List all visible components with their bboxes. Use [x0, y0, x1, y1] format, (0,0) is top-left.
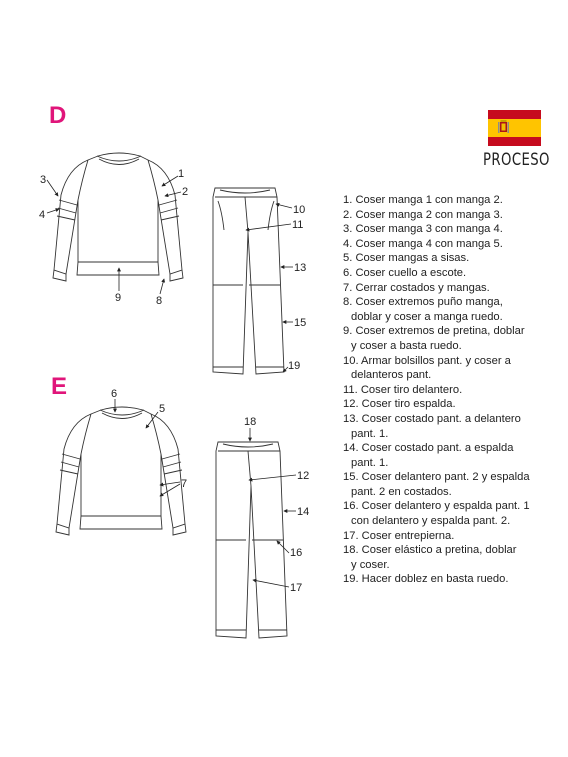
process-step: 11. Coser tiro delantero.: [343, 383, 565, 398]
process-step: 12. Coser tiro espalda.: [343, 397, 565, 412]
process-step: 8. Coser extremos puño manga,doblar y co…: [343, 295, 565, 324]
callout-arrows: [46, 175, 297, 588]
callout-7: 7: [181, 478, 187, 490]
callout-13: 13: [294, 262, 306, 274]
spain-flag-icon: [488, 110, 541, 146]
sweater-e-drawing: [55, 406, 187, 536]
step-text: 4. Coser manga 4 con manga 5.: [343, 237, 503, 250]
process-step: 19. Hacer doblez en basta ruedo.: [343, 572, 565, 587]
process-step: 1. Coser manga 1 con manga 2.: [343, 193, 565, 208]
step-text: 14. Coser costado pant. a espalda: [343, 442, 514, 455]
callout-18: 18: [244, 416, 256, 428]
callout-8: 8: [156, 295, 162, 307]
process-step: 16. Coser delantero y espalda pant. 1 con…: [343, 499, 565, 528]
step-text-continued: doblar y coser a manga ruedo.: [351, 310, 503, 323]
callout-2: 2: [182, 186, 188, 198]
coat-of-arms-icon: [498, 120, 509, 133]
pants-d-drawing: [212, 187, 285, 375]
callout-14: 14: [297, 506, 309, 518]
step-text: 2. Coser manga 2 con manga 3.: [343, 208, 503, 221]
process-step: 7. Cerrar costados y mangas.: [343, 281, 565, 296]
process-step: 10. Armar bolsillos pant. y coser a delan…: [343, 354, 565, 383]
step-text: 8. Coser extremos puño manga,: [343, 296, 503, 309]
section-letter-e: E: [51, 373, 68, 400]
step-text: 9. Coser extremos de pretina, doblar: [343, 325, 525, 338]
step-text: 10. Armar bolsillos pant. y coser a: [343, 354, 511, 367]
process-step: 6. Coser cuello a escote.: [343, 266, 565, 281]
process-step: 2. Coser manga 2 con manga 3.: [343, 208, 565, 223]
step-text: 5. Coser mangas a sisas.: [343, 252, 470, 265]
callout-19: 19: [288, 360, 300, 372]
callout-15: 15: [294, 317, 306, 329]
callout-labels: 1 2 3 4 9 8 10 11 13 15 19 6 5 7 18 12 1…: [39, 168, 309, 594]
step-text: 11. Coser tiro delantero.: [343, 383, 463, 396]
process-step: 13. Coser costado pant. a delantero pant.…: [343, 412, 565, 441]
callout-6: 6: [111, 388, 117, 400]
step-text: 18. Coser elástico a pretina, doblar: [343, 544, 517, 557]
step-text: 13. Coser costado pant. a delantero: [343, 412, 521, 425]
process-step: 5. Coser mangas a sisas.: [343, 251, 565, 266]
process-steps-list: 1. Coser manga 1 con manga 2. 2. Coser ma…: [343, 193, 565, 587]
process-step: 4. Coser manga 4 con manga 5.: [343, 237, 565, 252]
step-text: 3. Coser manga 3 con manga 4.: [343, 223, 503, 236]
step-text: 7. Cerrar costados y mangas.: [343, 281, 490, 294]
pants-e-drawing: [215, 441, 288, 639]
step-text-continued: pant. 1.: [351, 456, 389, 469]
process-title: PROCESO: [483, 150, 550, 170]
step-text: 17. Coser entrepierna.: [343, 529, 455, 542]
step-text-continued: y coser.: [351, 558, 390, 571]
step-text-continued: pant. 2 en costados.: [351, 485, 452, 498]
callout-4: 4: [39, 209, 45, 221]
step-text-continued: con delantero y espalda pant. 2.: [351, 515, 511, 528]
callout-16: 16: [290, 547, 302, 559]
callout-9: 9: [115, 292, 121, 304]
process-step: 3. Coser manga 3 con manga 4.: [343, 222, 565, 237]
step-text-continued: y coser a basta ruedo.: [351, 339, 462, 352]
callout-17: 17: [290, 582, 302, 594]
step-text: 19. Hacer doblez en basta ruedo.: [343, 573, 509, 586]
callout-11: 11: [292, 219, 303, 231]
step-text: 6. Coser cuello a escote.: [343, 266, 467, 279]
callout-10: 10: [293, 204, 305, 216]
sweater-d-drawing: [52, 152, 184, 282]
step-text-continued: delanteros pant.: [351, 369, 432, 382]
callout-12: 12: [297, 470, 309, 482]
step-text-continued: pant. 1.: [351, 427, 389, 440]
step-text: 1. Coser manga 1 con manga 2.: [343, 194, 503, 206]
step-text: 15. Coser delantero pant. 2 y espalda: [343, 471, 530, 484]
step-text: 16. Coser delantero y espalda pant. 1: [343, 500, 530, 513]
callout-5: 5: [159, 403, 165, 415]
step-text: 12. Coser tiro espalda.: [343, 398, 456, 411]
process-step: 17. Coser entrepierna.: [343, 529, 565, 544]
section-letter-d: D: [49, 102, 67, 129]
callout-3: 3: [40, 174, 46, 186]
callout-1: 1: [178, 168, 184, 180]
